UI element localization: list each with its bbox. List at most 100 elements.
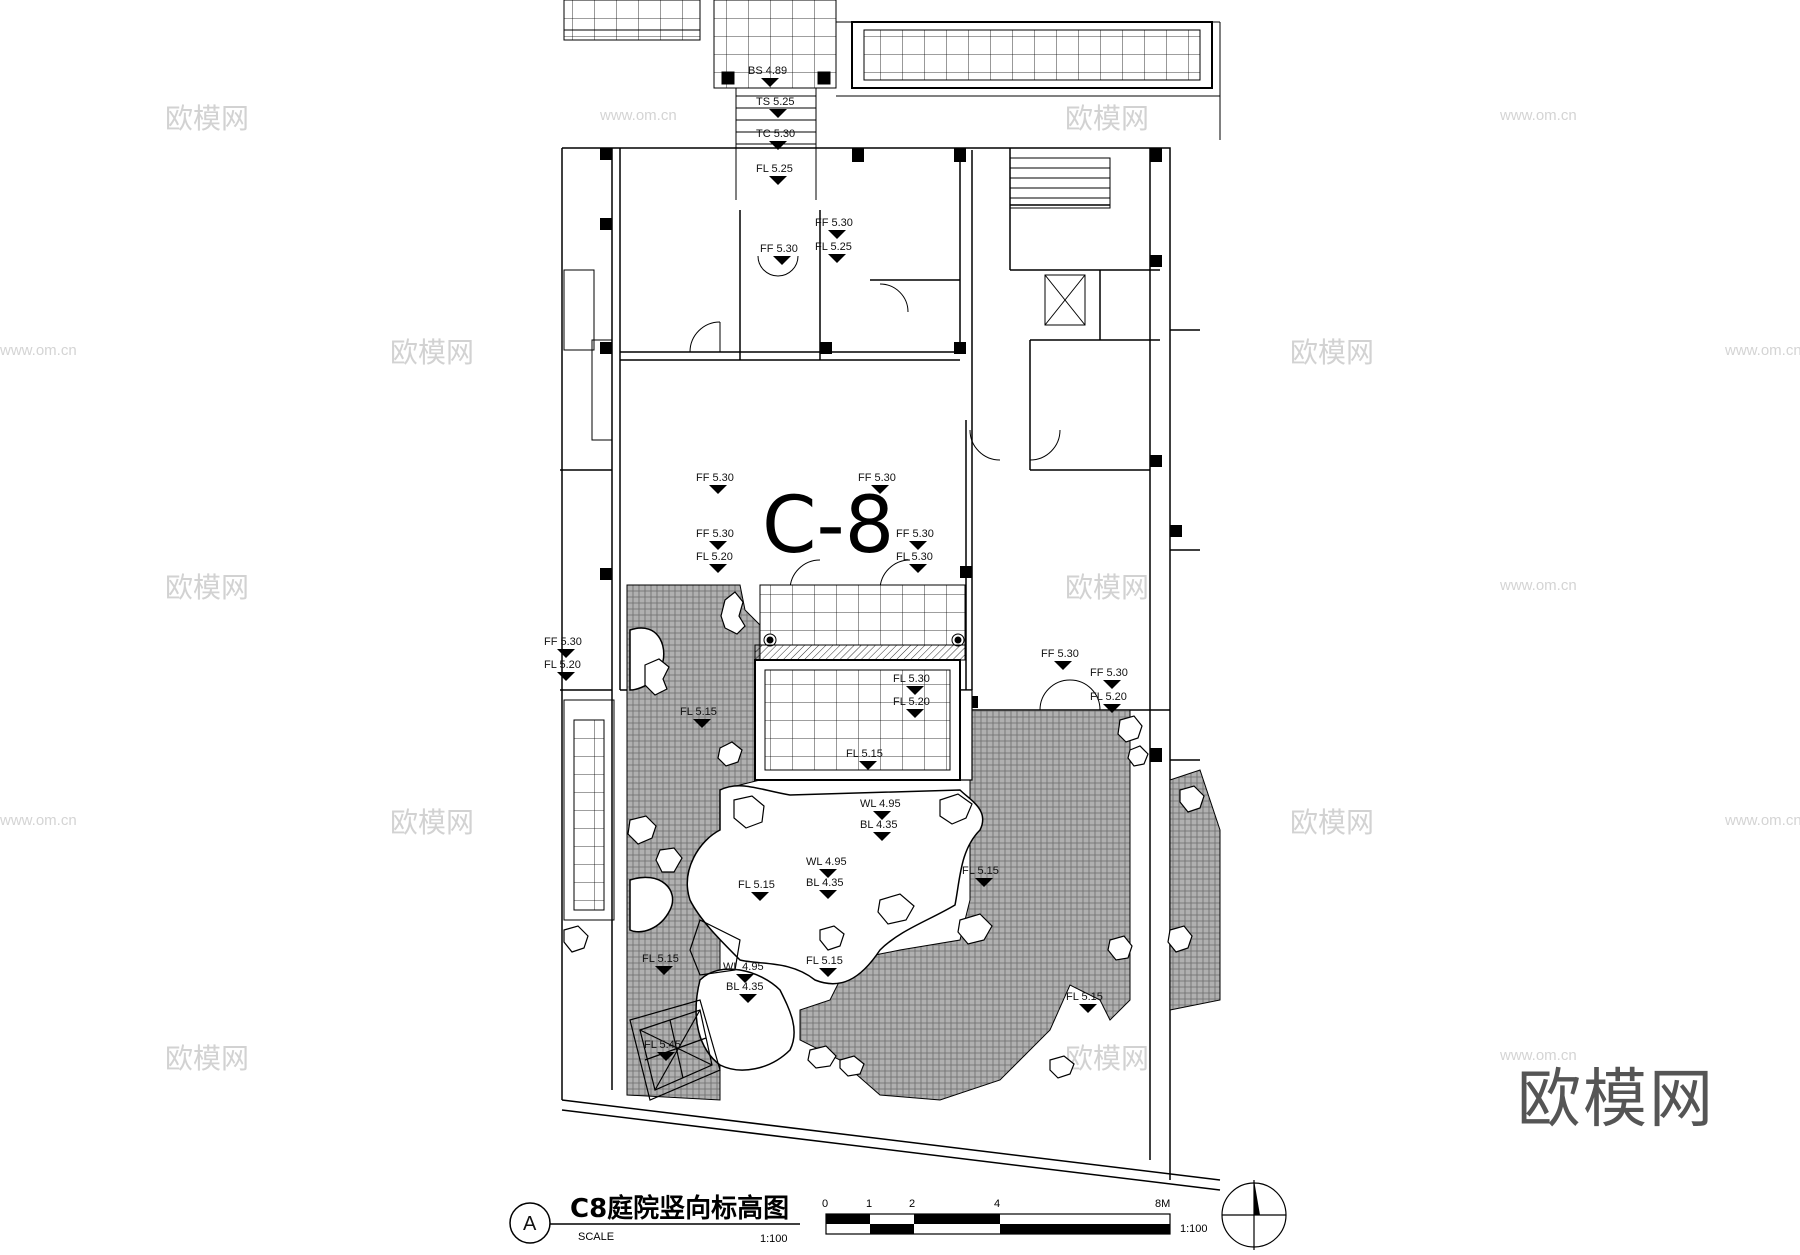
elevation-label: FL 5.20 (893, 696, 930, 708)
title-circle (509, 1202, 551, 1244)
elevation-label: FL 5.30 (893, 673, 930, 685)
elevation-marker: FL 5.15 (806, 955, 843, 977)
elevation-marker: TS 5.25 (756, 96, 795, 118)
elevation-label: FL 5.45 (644, 1039, 681, 1051)
elevation-label: WL 4.95 (723, 961, 764, 973)
neighbour-building (563, 269, 615, 921)
elevation-label: FF 5.30 (815, 217, 853, 229)
elevation-triangle-icon (769, 176, 787, 185)
elevation-label: FL 5.15 (962, 865, 999, 877)
scale-tick-8: 8M (1155, 1198, 1170, 1210)
scale-label: SCALE (578, 1231, 614, 1243)
elevation-triangle-icon (1103, 680, 1121, 689)
elevation-triangle-icon (873, 811, 891, 820)
watermark-brand: 欧模网 (165, 571, 249, 604)
property-line (561, 1099, 1221, 1191)
scale-tick-4: 4 (994, 1198, 1000, 1210)
elevation-marker: FF 5.30 (1041, 648, 1079, 670)
elevation-triangle-icon (709, 541, 727, 550)
elevation-triangle-icon (655, 966, 673, 975)
staircase (1009, 157, 1111, 326)
elevation-label: FL 5.30 (896, 551, 933, 563)
elevation-marker: FL 5.30 (893, 673, 930, 695)
elevation-triangle-icon (761, 78, 779, 87)
elevation-marker: FL 5.15 (738, 879, 775, 901)
elevation-triangle-icon (1054, 661, 1072, 670)
elevation-triangle-icon (1103, 704, 1121, 713)
elevation-label: FL 5.25 (815, 241, 852, 253)
elevation-label: FL 5.25 (756, 163, 793, 175)
elevation-marker: FF 5.30 (544, 636, 582, 658)
elevation-label: FF 5.30 (1041, 648, 1079, 660)
doors (689, 255, 1101, 711)
elevation-triangle-icon (709, 485, 727, 494)
elevation-triangle-icon (557, 649, 575, 658)
elevation-triangle-icon (906, 709, 924, 718)
elevation-triangle-icon (909, 541, 927, 550)
elevation-label: TS 5.25 (756, 96, 795, 108)
scale-bar: 0 1 2 4 8M 1:100 (822, 1198, 1208, 1235)
scale-tick-2: 2 (909, 1198, 915, 1210)
elevation-triangle-icon (859, 761, 877, 770)
elevation-label: FL 5.15 (806, 955, 843, 967)
elevation-marker: FL 5.20 (696, 551, 733, 573)
elevation-marker: TC 5.30 (756, 128, 795, 150)
elevation-label: FL 5.15 (642, 953, 679, 965)
elevation-triangle-icon (819, 890, 837, 899)
watermark-brand: 欧模网 (165, 102, 249, 135)
elevation-triangle-icon (828, 254, 846, 263)
porch-grid (754, 584, 966, 781)
elevation-marker: FL 5.20 (1090, 691, 1127, 713)
watermark-brand: 欧模网 (1290, 336, 1374, 369)
elevation-marker: FF 5.30 (696, 472, 734, 494)
rockery (563, 591, 1205, 1079)
elevation-marker: FL 5.25 (756, 163, 793, 185)
elevation-marker: FL 5.15 (962, 865, 999, 887)
elevation-label: FF 5.30 (696, 528, 734, 540)
elevation-marker: FL 5.30 (896, 551, 933, 573)
elevation-triangle-icon (819, 869, 837, 878)
elevation-triangle-icon (828, 230, 846, 239)
plan-code: C-8 (762, 481, 894, 571)
elevation-label: FL 5.15 (680, 706, 717, 718)
elevation-label: BS 4.89 (748, 65, 787, 77)
elevation-label: FF 5.30 (760, 243, 798, 255)
elevation-triangle-icon (975, 878, 993, 887)
elevation-marker: FL 5.45 (644, 1039, 681, 1061)
elevation-triangle-icon (751, 892, 769, 901)
elevation-marker: FF 5.30 (1090, 667, 1128, 689)
elevation-marker: FF 5.30 (760, 243, 798, 265)
diagonal-deck (629, 919, 741, 1101)
elevation-label: FL 5.15 (738, 879, 775, 891)
watermark-url: www.om.cn (0, 812, 77, 829)
structural-columns (600, 148, 1182, 762)
elevation-triangle-icon (709, 564, 727, 573)
elevation-triangle-icon (906, 686, 924, 695)
watermark-url: www.om.cn (599, 107, 677, 124)
elevation-label: BL 4.35 (860, 819, 898, 831)
elevation-triangle-icon (557, 672, 575, 681)
elevation-marker: WL 4.95 (806, 856, 847, 878)
elevation-triangle-icon (736, 974, 754, 983)
watermark-brand: 欧模网 (1065, 102, 1149, 135)
elevation-marker: BS 4.89 (748, 65, 787, 87)
elevation-marker: BL 4.35 (860, 819, 898, 841)
elevation-marker: FF 5.30 (815, 217, 853, 239)
elevation-label: FL 5.15 (1066, 991, 1103, 1003)
elevation-label: FF 5.30 (696, 472, 734, 484)
watermark-brand: 欧模网 (390, 336, 474, 369)
elevation-label: TC 5.30 (756, 128, 795, 140)
scale-ratio: 1:100 (1180, 1223, 1208, 1235)
elevation-triangle-icon (657, 1052, 675, 1061)
elevation-label: WL 4.95 (860, 798, 901, 810)
scale-value: 1:100 (760, 1233, 788, 1245)
elevation-triangle-icon (1079, 1004, 1097, 1013)
elevation-label: FL 5.20 (544, 659, 581, 671)
elevation-label: FF 5.30 (858, 472, 896, 484)
watermark-brand: 欧模网 (1065, 571, 1149, 604)
elevation-marker: FF 5.30 (896, 528, 934, 550)
elevation-marker: FL 5.15 (680, 706, 717, 728)
pond (629, 627, 984, 1071)
